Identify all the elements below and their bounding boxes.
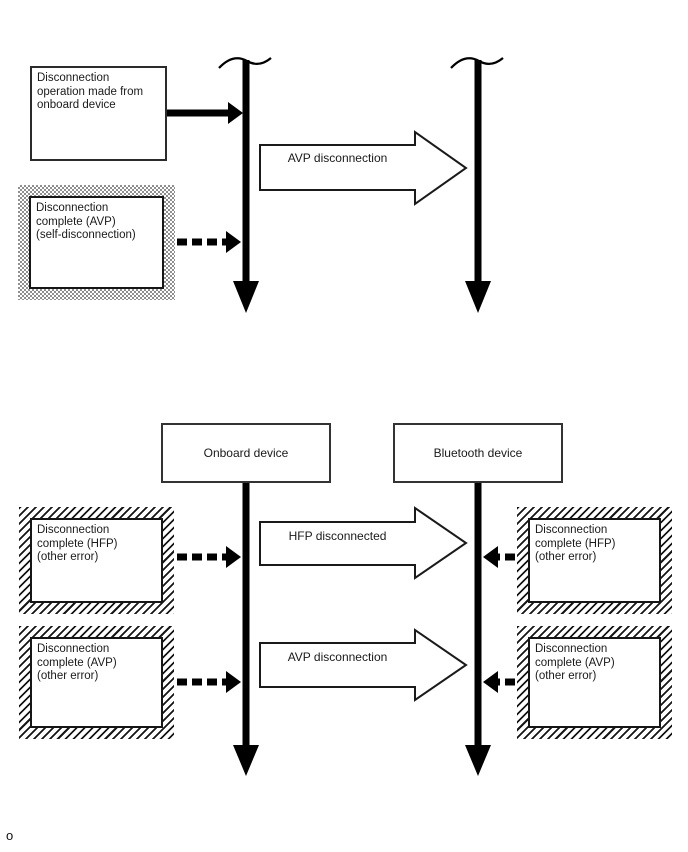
avp-disconnection-block-arrow-top — [259, 130, 468, 206]
bluetooth-lifeline — [465, 483, 491, 776]
hfp-disconnected-label: HFP disconnected — [288, 529, 387, 543]
avp-error-right-note-text: Disconnection complete (AVP) (other erro… — [528, 637, 661, 728]
hfp-error-left-note-text: Disconnection complete (HFP) (other erro… — [30, 518, 163, 603]
avp-disconnection-label-bottom: AVP disconnection — [287, 650, 388, 664]
self-disconnection-note-box: Disconnection complete (AVP) (self-disco… — [18, 185, 175, 300]
self-disconnection-dashed-arrow — [177, 231, 241, 253]
onboard-device-label: Onboard device — [203, 446, 289, 460]
hfp-error-left-dashed-arrow — [177, 546, 241, 568]
operation-note-box: Disconnection operation made from onboar… — [30, 66, 167, 161]
avp-disconnection-block-arrow-bottom — [259, 628, 468, 702]
avp-error-left-dashed-arrow — [177, 671, 241, 693]
avp-error-right-dashed-arrow — [483, 671, 515, 693]
onboard-device-actor-box: Onboard device — [161, 423, 331, 483]
hfp-error-right-note-text: Disconnection complete (HFP) (other erro… — [528, 518, 661, 603]
operation-arrow — [167, 102, 243, 124]
onboard-lifeline — [233, 483, 259, 776]
avp-disconnection-label-top: AVP disconnection — [287, 151, 388, 165]
avp-error-left-note-box: Disconnection complete (AVP) (other erro… — [19, 626, 174, 739]
hfp-error-right-dashed-arrow — [483, 546, 515, 568]
hfp-error-right-note-box: Disconnection complete (HFP) (other erro… — [517, 507, 672, 614]
bluetooth-device-actor-box: Bluetooth device — [393, 423, 563, 483]
footnote-character: o — [6, 828, 14, 843]
bluetooth-device-label: Bluetooth device — [433, 446, 523, 460]
hfp-disconnected-block-arrow — [259, 506, 468, 580]
hfp-error-left-note-box: Disconnection complete (HFP) (other erro… — [19, 507, 174, 614]
top-right-lifeline — [450, 57, 504, 313]
top-left-lifeline — [218, 57, 272, 313]
self-disconnection-note-text: Disconnection complete (AVP) (self-disco… — [29, 196, 164, 289]
avp-error-left-note-text: Disconnection complete (AVP) (other erro… — [30, 637, 163, 728]
avp-error-right-note-box: Disconnection complete (AVP) (other erro… — [517, 626, 672, 739]
